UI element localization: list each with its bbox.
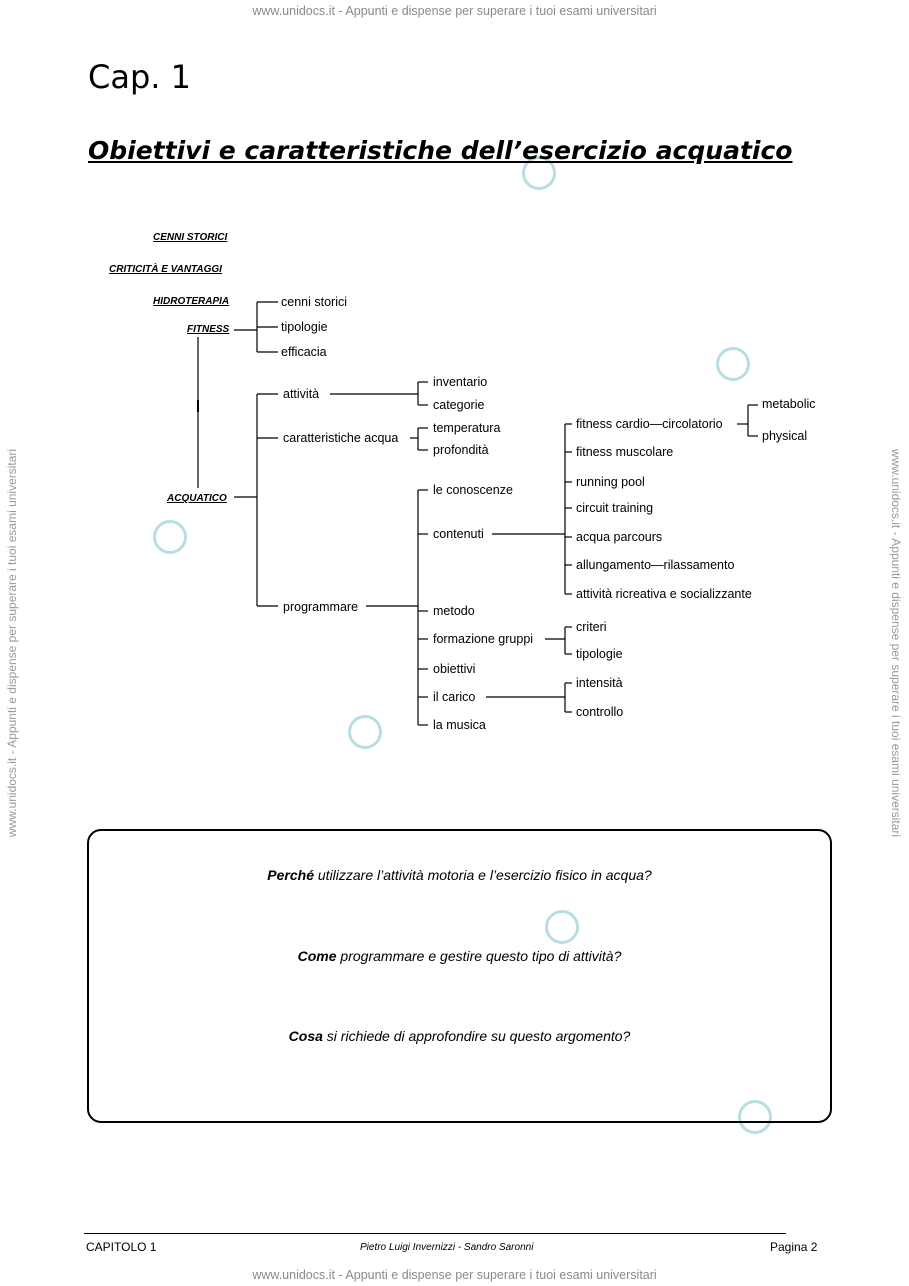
category-acquatico: ACQUATICO (167, 493, 227, 504)
node-categorie: categorie (433, 398, 485, 412)
chapter-number: Cap. 1 (88, 58, 191, 96)
category-criticita: CRITICITÀ E VANTAGGI (109, 264, 222, 275)
watermark-logo-icon (545, 910, 579, 944)
footer-divider (84, 1233, 786, 1234)
question-box (87, 829, 832, 1123)
footer-chapter: CAPITOLO 1 (86, 1240, 157, 1254)
question-keyword: Come (297, 948, 337, 964)
question-cosa: Cosa si richiede di approfondire su ques… (87, 1028, 832, 1044)
node-circuit-training: circuit training (576, 501, 654, 515)
category-hidroterapia: HIDROTERAPIA (153, 296, 230, 307)
question-come: Come programmare e gestire questo tipo d… (87, 948, 832, 964)
node-controllo: controllo (576, 705, 624, 719)
node-obiettivi: obiettivi (433, 662, 476, 676)
watermark-logo-icon (522, 156, 556, 190)
watermark-top: www.unidocs.it - Appunti e dispense per … (252, 4, 657, 18)
node-formazione-gruppi: formazione gruppi (433, 632, 534, 646)
question-perche: Perché utilizzare l’attività motoria e l… (87, 867, 832, 883)
node-tipologie: tipologie (281, 320, 328, 334)
node-caratteristiche-acqua: caratteristiche acqua (283, 431, 399, 445)
watermark-bottom: www.unidocs.it - Appunti e dispense per … (252, 1268, 657, 1282)
node-criteri: criteri (576, 620, 607, 634)
footer-page-number: Pagina 2 (770, 1240, 818, 1254)
category-fitness: FITNESS (187, 324, 230, 335)
node-attivita-ricreativa: attività ricreativa e socializzante (576, 587, 752, 601)
node-programmare: programmare (283, 600, 359, 614)
node-metodo: metodo (433, 604, 475, 618)
node-efficacia: efficacia (281, 345, 327, 359)
node-attivita: attività (283, 387, 320, 401)
category-cenni-storici: CENNI STORICI (153, 232, 228, 243)
question-text: utilizzare l’attività motoria e l’eserci… (314, 867, 652, 883)
watermark-logo-icon (153, 520, 187, 554)
node-inventario: inventario (433, 375, 488, 389)
node-il-carico: il carico (433, 690, 476, 704)
node-fitness-muscolare: fitness muscolare (576, 445, 674, 459)
watermark-logo-icon (716, 347, 750, 381)
question-text: si richiede di approfondire su questo ar… (322, 1028, 631, 1044)
question-keyword: Perché (267, 867, 314, 883)
node-la-musica: la musica (433, 718, 486, 732)
node-intensita: intensità (576, 676, 623, 690)
node-cenni-storici: cenni storici (281, 295, 347, 309)
footer-authors: Pietro Luigi Invernizzi - Sandro Saronni (360, 1242, 534, 1253)
watermark-logo-icon (738, 1100, 772, 1134)
node-temperatura: temperatura (433, 421, 501, 435)
node-acqua-parcours: acqua parcours (576, 530, 663, 544)
node-running-pool: running pool (576, 475, 645, 489)
node-profondita: profondità (433, 443, 489, 457)
question-text: programmare e gestire questo tipo di att… (336, 948, 622, 964)
watermark-logo-icon (348, 715, 382, 749)
node-contenuti: contenuti (433, 527, 484, 541)
node-allungamento: allungamento—rilassamento (576, 558, 735, 572)
page-title: Obiettivi e caratteristiche dell’eserciz… (88, 136, 793, 165)
question-keyword: Cosa (288, 1028, 323, 1044)
node-tipologie-gruppi: tipologie (576, 647, 623, 661)
node-metabolic: metabolic (762, 397, 816, 411)
node-fitness-cardio: fitness cardio—circolatorio (576, 417, 723, 431)
node-physical: physical (762, 429, 808, 443)
node-le-conoscenze: le conoscenze (433, 483, 513, 497)
